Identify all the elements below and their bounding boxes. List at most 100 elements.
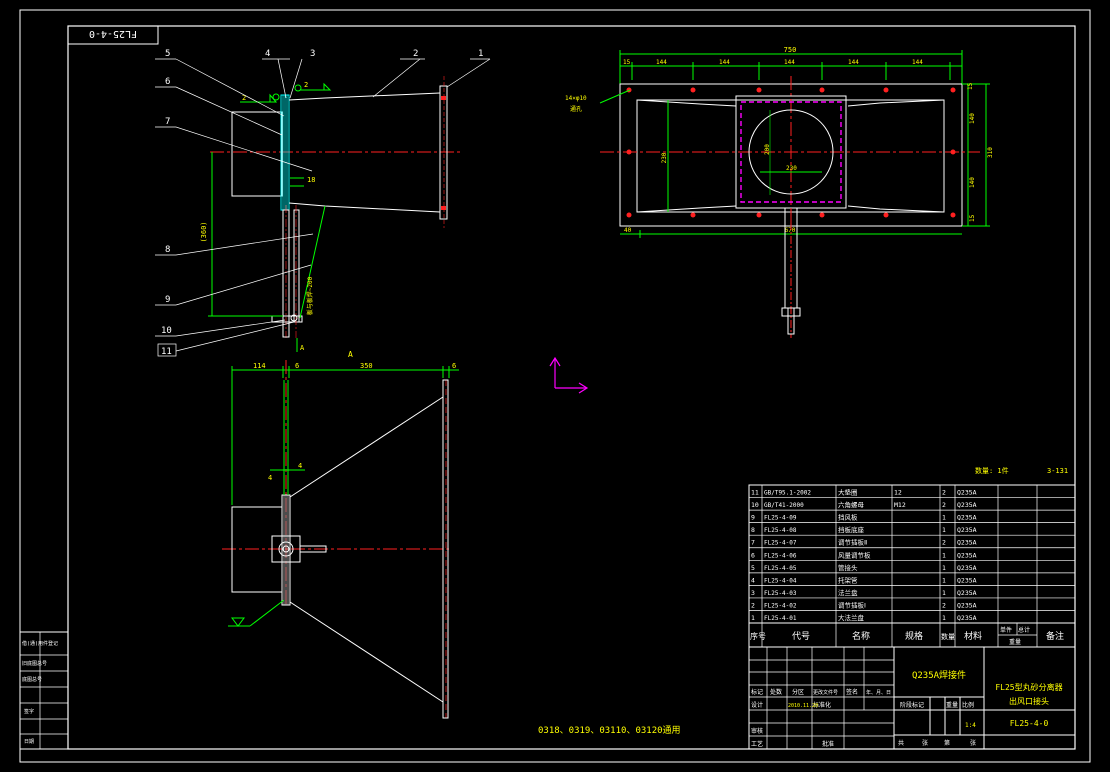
- hdr-spec: 规格: [905, 630, 923, 642]
- bom-cell-mat: Q235A: [957, 564, 977, 572]
- bom-cell-mat: Q235A: [957, 601, 977, 609]
- bom-cell-qty: 2: [942, 501, 946, 509]
- bom-cell-no: 3: [751, 589, 755, 597]
- right-15b: 15: [969, 214, 976, 222]
- lbl-sheets-unit: 张: [922, 739, 928, 747]
- strip-1: 旧底图总号: [22, 660, 47, 667]
- hdr-total: 总计: [1018, 626, 1030, 634]
- bom-cell-mat: Q235A: [957, 589, 977, 597]
- hdr-unit: 单件: [1000, 626, 1012, 634]
- bom-cell-mat: Q235A: [957, 501, 977, 509]
- right-140b: 140: [969, 177, 976, 188]
- bottom-40: 40: [624, 227, 632, 234]
- product-line1: FL25型丸砂分离器: [995, 682, 1062, 692]
- dim-6a: 6: [295, 362, 299, 370]
- bom-cell-code: FL25-4-04: [764, 577, 797, 584]
- height-230: 230: [661, 152, 668, 163]
- bom-cell-no: 5: [751, 564, 755, 572]
- part-balloons: 1 2 3 4 5 6 7 8 9 10 11: [161, 49, 483, 357]
- drawing-no: FL25-4-0: [1010, 719, 1049, 728]
- rotated-number-box: [67, 25, 159, 45]
- bom-cell-mat: Q235A: [957, 489, 977, 497]
- lbl-sheet-unit: 张: [970, 739, 976, 747]
- bom-cell-name: 调节插板Ⅱ: [838, 538, 867, 547]
- rotated-drawing-number: FL25-4-0: [89, 28, 137, 39]
- bom-cell-name: 法兰盘: [838, 588, 858, 597]
- bom-cell-no: 4: [751, 576, 755, 584]
- balloon-3: 3: [310, 49, 315, 59]
- inner-frame: [67, 25, 1076, 750]
- bom-cell-no: 2: [751, 601, 755, 609]
- bom-cell-no: 1: [751, 614, 755, 622]
- hole-note-2: 通孔: [570, 105, 582, 113]
- side-view: (360) 18 板与板焊~200 2 2 A: [155, 58, 491, 357]
- circle-dim: 200: [764, 144, 771, 155]
- lbl-date: 年、月、日: [866, 689, 891, 696]
- bom-cell-no: 7: [751, 539, 755, 547]
- lbl-process: 工艺: [751, 740, 763, 748]
- left-strip: 借(通)用件登记 旧底图总号 底图总号 签字 日期: [19, 631, 69, 750]
- bom-cell-qty: 2: [942, 539, 946, 547]
- seg-144e: 144: [912, 59, 923, 66]
- bom-cell-mat: Q235A: [957, 514, 977, 522]
- bom-cell-name: 管接头: [838, 563, 858, 572]
- lbl-approve: 批准: [822, 740, 834, 748]
- lbl-sheet-no: 第: [944, 739, 950, 747]
- dim-114: 114: [253, 362, 266, 370]
- bom-cell-qty: 1: [942, 614, 946, 622]
- lbl-standardize: 标准化: [813, 701, 831, 709]
- dim-18: 18: [307, 176, 315, 184]
- seg-15: 15: [623, 59, 631, 66]
- section-marker-side: A: [300, 344, 305, 352]
- bom-cell-mat: Q235A: [957, 551, 977, 559]
- bom-cell-mat: Q235A: [957, 576, 977, 584]
- hdr-weight: 重量: [1009, 638, 1021, 646]
- bom-cell-code: FL25-4-03: [764, 590, 797, 597]
- usage-note: 0318、0319、03110、03120通用: [538, 725, 681, 736]
- title-block-text: Q235A焊接件 FL25型丸砂分离器 出风口接头 FL25-4-0 1:4 标…: [751, 669, 1063, 748]
- bom-cell-qty: 1: [942, 526, 946, 534]
- bom-cell-name: 调节插板Ⅰ: [838, 600, 866, 609]
- lbl-marks: 标记: [751, 688, 763, 696]
- balloon-7: 7: [165, 117, 170, 127]
- top-view: A 114 6 350 6 4: [222, 350, 459, 719]
- bom-cell-code: FL25-4-09: [764, 515, 797, 522]
- bom-cell-qty: 2: [942, 601, 946, 609]
- bom-cell-qty: 1: [942, 564, 946, 572]
- bom-cell-code: GB/T41-2000: [764, 502, 804, 509]
- hdr-no: 序号: [750, 631, 766, 641]
- dim-750: 750: [784, 46, 797, 54]
- front-view: 750 15 144 144 144 144 144 230 200: [565, 46, 994, 338]
- right-140a: 140: [969, 113, 976, 124]
- bom-cell-name: 挡风板: [838, 513, 858, 522]
- bom-cell-code: FL25-4-01: [764, 615, 797, 622]
- lbl-review: 审核: [751, 727, 763, 735]
- vertical-note: 板与板焊~200: [306, 276, 314, 315]
- bom-cell-qty: 1: [942, 514, 946, 522]
- bottom-670: 670: [785, 227, 796, 234]
- strip-3: 签字: [24, 708, 34, 715]
- bom-cell-spec: 12: [894, 489, 902, 497]
- bom-cell-name: 风量调节板: [838, 550, 871, 559]
- bom-cell-name: 六角螺母: [838, 500, 865, 509]
- strip-4: 日期: [24, 739, 34, 745]
- bom-cell-mat: Q235A: [957, 539, 977, 547]
- lbl-sheets-total: 共: [898, 739, 904, 747]
- material-note: Q235A焊接件: [912, 669, 966, 681]
- hdr-code: 代号: [792, 631, 810, 642]
- bom-cell-mat: Q235A: [957, 526, 977, 534]
- bom-cell-no: 11: [751, 489, 759, 497]
- balloon-5: 5: [165, 49, 170, 59]
- weld-a: 4: [268, 474, 272, 482]
- bom-cell-qty: 1: [942, 551, 946, 559]
- balloon-11: 11: [161, 347, 172, 357]
- hole-note: 14×φ10: [565, 95, 587, 102]
- hdr-mat: 材料: [964, 630, 982, 642]
- bom-cell-code: FL25-4-05: [764, 565, 797, 572]
- bom-cell-code: FL25-4-08: [764, 527, 797, 534]
- bom-cell-name: 托架管: [838, 575, 858, 584]
- bom-cell-code: FL25-4-06: [764, 552, 797, 559]
- balloon-8: 8: [165, 245, 170, 255]
- hdr-name: 名称: [852, 630, 870, 642]
